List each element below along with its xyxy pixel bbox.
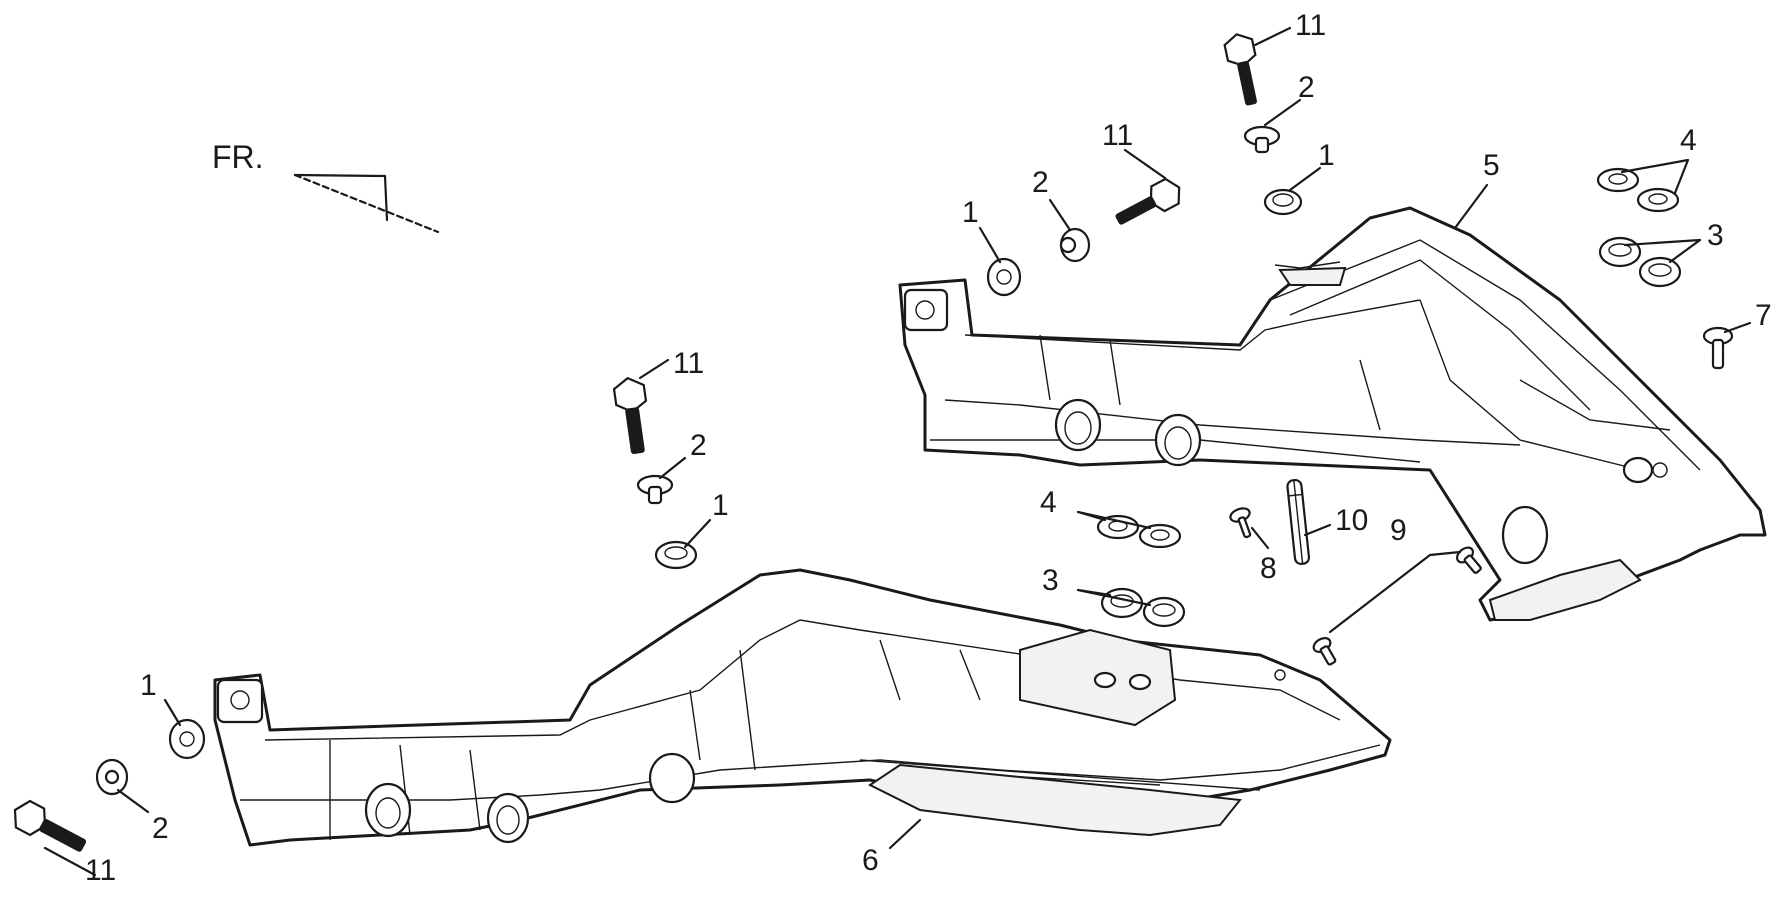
leader-lines bbox=[43, 26, 1752, 877]
front-label: FR. bbox=[212, 139, 264, 175]
callout-2-mid: 2 bbox=[1032, 166, 1049, 199]
callout-11-top: 11 bbox=[1295, 9, 1326, 42]
callout-5: 5 bbox=[1483, 149, 1500, 182]
callout-1-left: 1 bbox=[712, 489, 729, 522]
callout-3-right: 3 bbox=[1707, 219, 1724, 252]
callout-7: 7 bbox=[1755, 299, 1772, 332]
direction-arrow-head bbox=[293, 173, 389, 222]
callout-labels: 11 2 1 11 2 1 4 3 5 7 11 2 1 4 3 8 10 9 … bbox=[85, 9, 1772, 887]
callout-9: 9 bbox=[1390, 514, 1407, 547]
callout-1-top: 1 bbox=[1318, 139, 1335, 172]
lower-rear-cover bbox=[213, 568, 1392, 847]
callout-4-right: 4 bbox=[1680, 124, 1697, 157]
callout-6: 6 bbox=[862, 844, 879, 877]
callout-3-center: 3 bbox=[1042, 564, 1059, 597]
callout-1-bottom: 1 bbox=[140, 669, 157, 702]
hardware bbox=[13, 33, 1734, 852]
callout-2-left: 2 bbox=[690, 429, 707, 462]
direction-arrow-line bbox=[293, 173, 440, 234]
callout-11-bottom: 11 bbox=[85, 854, 116, 887]
upper-rear-cover bbox=[898, 206, 1767, 622]
callout-2-bottom: 2 bbox=[152, 812, 169, 845]
callout-11-mid: 11 bbox=[1102, 119, 1133, 152]
front-direction-indicator: FR. bbox=[212, 139, 440, 234]
callout-11-left: 11 bbox=[673, 347, 704, 380]
callout-2-top: 2 bbox=[1298, 71, 1315, 104]
callout-1-mid: 1 bbox=[962, 196, 979, 229]
callout-4-center: 4 bbox=[1040, 486, 1057, 519]
callout-8: 8 bbox=[1260, 552, 1277, 585]
callout-10: 10 bbox=[1335, 504, 1368, 537]
